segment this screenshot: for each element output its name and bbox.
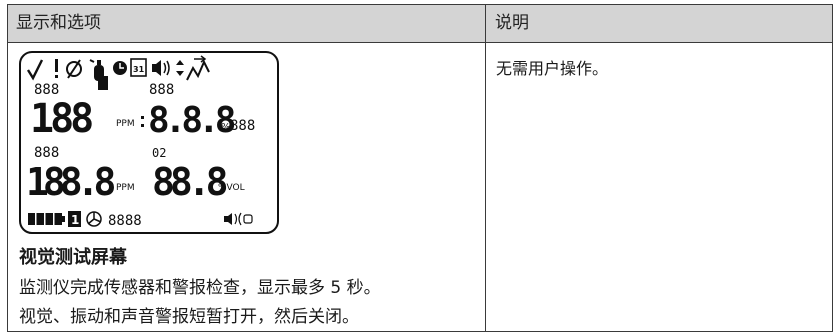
small-digits-mid-left: 888 bbox=[34, 145, 59, 161]
lcd-display-image: 31 888 888 188 PPM 8.8.8 % 888 888 02 18… bbox=[19, 51, 279, 234]
screen-title: 视觉测试屏幕 bbox=[19, 247, 127, 268]
small-digits-top-mid: 888 bbox=[149, 82, 174, 98]
user-level-number: 1 bbox=[71, 213, 79, 227]
big-digits-row1-right: 8.8.8 bbox=[148, 100, 235, 141]
big-digits-row2-left: 188.8 bbox=[26, 160, 115, 204]
unit-ppm-row1: PPM bbox=[116, 119, 135, 129]
speaker-icon bbox=[152, 60, 170, 76]
big-digits-row1-left: 188 bbox=[30, 96, 92, 142]
data-table: 显示和选项 说明 31 888 888 188 PPM 8.8.8 % 888 … bbox=[7, 4, 833, 332]
battery-icon bbox=[28, 213, 65, 225]
peak-icon bbox=[186, 55, 210, 81]
small-digits-row1-right: 888 bbox=[230, 118, 255, 134]
unit-percent-vol: %VOL bbox=[218, 183, 245, 193]
table-header: 显示和选项 说明 bbox=[8, 5, 832, 43]
screen-description-line-1: 监测仪完成传感器和警报检查，显示最多 5 秒。 bbox=[19, 278, 381, 298]
up-down-arrow-icon bbox=[176, 60, 184, 76]
check-icon bbox=[26, 59, 44, 81]
calendar-day: 31 bbox=[133, 65, 145, 74]
cylinder-icon bbox=[89, 59, 108, 90]
vibration-icon bbox=[224, 212, 253, 226]
big-digits-row2-right: 88.8 bbox=[152, 160, 227, 204]
bottom-digits: 8888 bbox=[108, 213, 142, 229]
screen-description-line-2: 视觉、振动和声音警报短暂打开，然后关闭。 bbox=[19, 307, 359, 327]
header-description: 说明 bbox=[495, 13, 529, 33]
percent-sign: % bbox=[221, 122, 231, 133]
header-display-options: 显示和选项 bbox=[16, 13, 101, 33]
fan-icon bbox=[86, 211, 102, 227]
exclamation-icon bbox=[55, 59, 58, 78]
calendar-icon: 31 bbox=[130, 58, 147, 77]
unit-ppm-row2: PPM bbox=[116, 183, 135, 193]
clock-icon bbox=[113, 61, 127, 75]
column-divider bbox=[485, 5, 486, 331]
description-text: 无需用户操作。 bbox=[496, 59, 609, 78]
small-digits-mid-right: 02 bbox=[152, 146, 166, 160]
small-digits-top-left: 888 bbox=[34, 82, 59, 98]
null-icon bbox=[66, 59, 82, 79]
